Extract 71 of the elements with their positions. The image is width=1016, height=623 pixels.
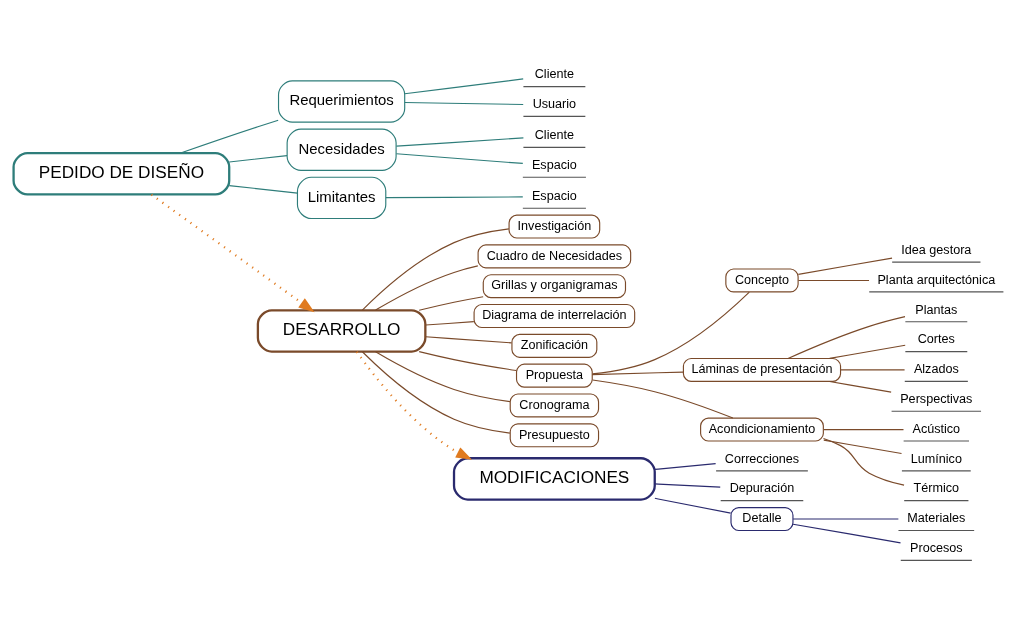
connector (591, 371, 684, 375)
connector (797, 279, 870, 281)
connector (179, 119, 279, 154)
node-box: Diagrama de interrelación (473, 303, 635, 328)
node-box: Concepto (724, 267, 799, 292)
connector (786, 315, 906, 359)
connector (374, 350, 511, 402)
node-box: Grillas y organigramas (482, 273, 626, 298)
node-text: Idea gestora (900, 242, 971, 257)
node-box: Presupuesto (509, 422, 599, 447)
connector (822, 428, 904, 430)
node-text: Depuración (729, 480, 794, 495)
node-text: Espacio (531, 157, 577, 172)
node-text: Planta arquitectónica (876, 272, 995, 287)
node-box: Láminas de presentación (682, 357, 841, 382)
node-box: Limitantes (296, 176, 386, 219)
arrow (355, 350, 472, 460)
node-text: Cliente (534, 127, 574, 142)
connector (839, 368, 905, 370)
connector (361, 227, 509, 311)
connector (395, 152, 523, 164)
connector (424, 335, 512, 343)
node-text: Espacio (531, 188, 577, 203)
node-box: Cuadro de Necesidades (477, 243, 631, 268)
node-box: Requerimientos (277, 79, 405, 123)
node-text: Usuario (532, 96, 576, 111)
connector (228, 184, 298, 194)
connector (403, 101, 524, 105)
connector (591, 378, 733, 419)
connector (418, 295, 484, 311)
node-text: Lumínico (910, 451, 962, 466)
node-box: Zonificación (510, 333, 597, 358)
connector (792, 523, 901, 543)
connector (374, 264, 478, 311)
connector (395, 136, 524, 147)
connector (361, 350, 510, 434)
connector (653, 462, 716, 470)
node-text: Materiales (906, 510, 965, 525)
node-box: Detalle (729, 506, 794, 531)
connector (828, 380, 892, 393)
connector (653, 497, 731, 514)
node-text: Cortes (917, 331, 955, 346)
node-box: Necesidades (286, 128, 397, 171)
node-text: Cliente (534, 66, 574, 81)
connector (418, 350, 517, 371)
node-text: Acústico (911, 421, 960, 436)
connector (403, 77, 524, 94)
node-box: Acondicionamiento (699, 417, 824, 442)
node-box: PEDIDO DE DISEÑO (11, 151, 230, 196)
node-text: Perspectivas (899, 391, 972, 406)
node-text: Plantas (914, 301, 957, 316)
node-text: Alzados (913, 361, 959, 376)
node-box: Investigación (508, 214, 600, 239)
connector (653, 482, 721, 488)
connector (228, 154, 288, 163)
node-box: Propuesta (515, 363, 593, 388)
node-box: Cronograma (509, 392, 599, 418)
connector (822, 437, 905, 486)
connector (424, 320, 474, 326)
connector (384, 195, 523, 198)
arrow (150, 193, 315, 312)
node-text: Correcciones (724, 451, 799, 466)
connector (822, 439, 902, 454)
node-box: DESARROLLO (256, 308, 426, 353)
connector (591, 291, 750, 374)
node-text: Térmico (913, 480, 959, 495)
node-text: Procesos (909, 540, 963, 555)
node-box: MODIFICACIONES (452, 456, 656, 501)
connector (792, 517, 899, 520)
connector (828, 344, 906, 359)
connector (797, 257, 893, 275)
